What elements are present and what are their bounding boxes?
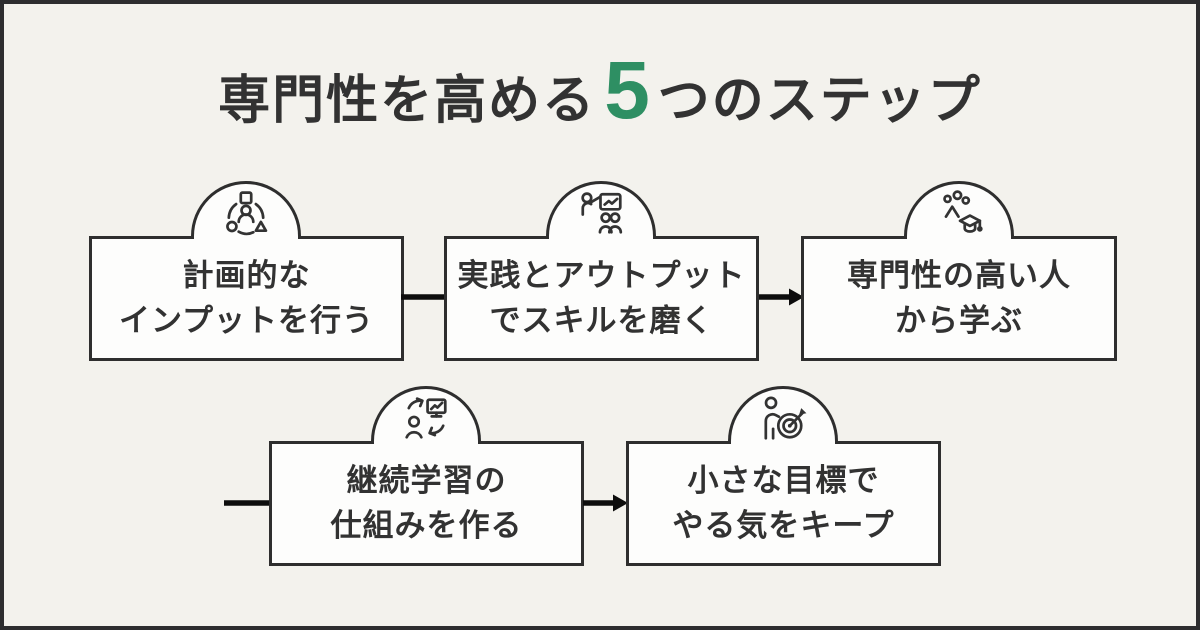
connector-arrow-1 bbox=[759, 288, 804, 306]
step-label-4-line1: 継続学習の bbox=[346, 463, 507, 499]
step-card-1: 計画的な インプットを行う bbox=[89, 236, 404, 361]
connector-line-2 bbox=[224, 500, 271, 506]
connector-arrow-2 bbox=[583, 494, 628, 512]
step-label-4: 継続学習の 仕組みを作る bbox=[331, 459, 523, 547]
step-label-5-line1: 小さな目標で bbox=[687, 463, 880, 499]
step-card-5: 小さな目標で やる気をキープ bbox=[626, 441, 941, 566]
step-icon-badge-4 bbox=[371, 386, 481, 444]
page-title: 専門性を高める 5 つのステップ bbox=[4, 44, 1196, 138]
step-label-2-line2: でスキルを磨く bbox=[489, 302, 714, 338]
connector-line-1 bbox=[401, 294, 447, 300]
step-label-1: 計画的な インプットを行う bbox=[119, 254, 374, 342]
step-label-4-line2: 仕組みを作る bbox=[330, 507, 523, 543]
title-number: 5 bbox=[604, 45, 650, 136]
title-suffix: つのステップ bbox=[657, 72, 982, 130]
step-card-2: 実践とアウトプット でスキルを磨く bbox=[444, 236, 759, 361]
plan-shapes-icon bbox=[226, 191, 268, 236]
title-prefix: 専門性を高める bbox=[218, 72, 597, 130]
goal-target-icon bbox=[764, 396, 807, 440]
step-label-1-line1: 計画的な bbox=[182, 258, 311, 294]
step-card-4: 継続学習の 仕組みを作る bbox=[269, 441, 584, 566]
step-label-3-line1: 専門性の高い人 bbox=[847, 258, 1071, 294]
step-label-5: 小さな目標で やる気をキープ bbox=[672, 459, 894, 547]
learning-cycle-icon bbox=[405, 397, 447, 439]
step-label-3: 専門性の高い人 から学ぶ bbox=[847, 254, 1071, 342]
step-label-3-line2: から学ぶ bbox=[895, 302, 1023, 338]
step-label-2-line1: 実践とアウトプット bbox=[457, 258, 746, 294]
step-icon-badge-3 bbox=[904, 181, 1014, 239]
presentation-icon bbox=[581, 192, 623, 234]
graduation-cap-icon bbox=[943, 190, 983, 233]
step-card-3: 専門性の高い人 から学ぶ bbox=[801, 236, 1117, 361]
step-icon-badge-2 bbox=[546, 181, 656, 239]
step-icon-badge-5 bbox=[728, 386, 838, 444]
step-label-2: 実践とアウトプット でスキルを磨く bbox=[458, 254, 746, 342]
step-label-1-line2: インプットを行う bbox=[118, 302, 375, 338]
step-label-5-line2: やる気をキープ bbox=[672, 507, 895, 543]
step-icon-badge-1 bbox=[191, 181, 301, 239]
